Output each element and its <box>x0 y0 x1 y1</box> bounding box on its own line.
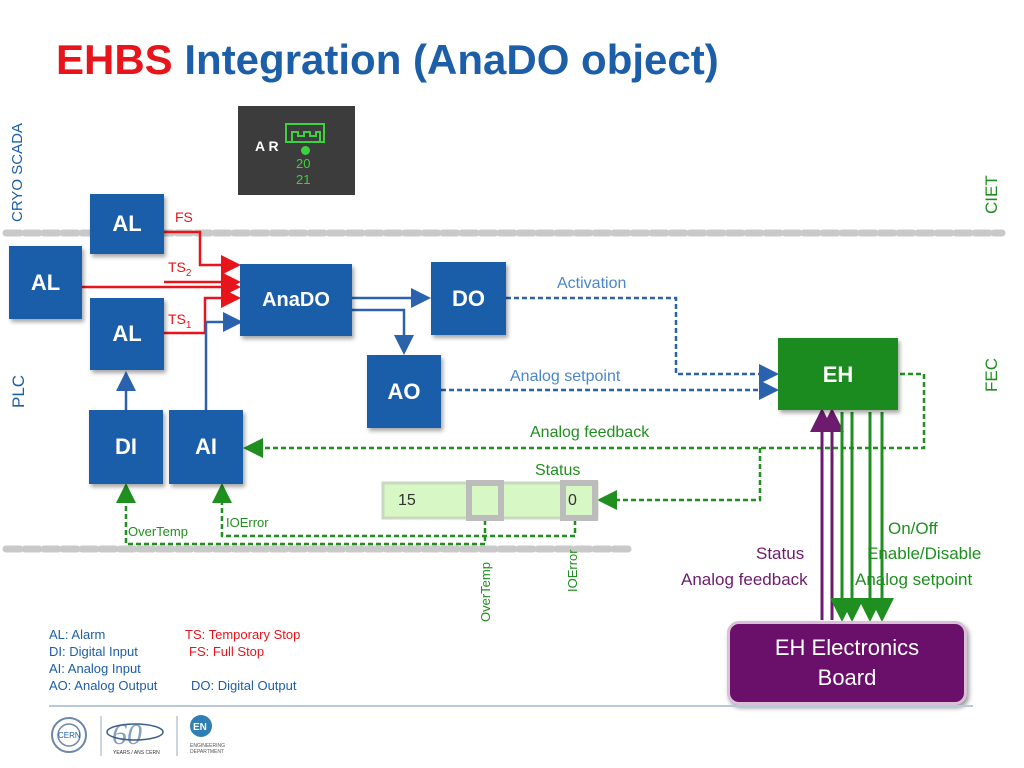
board-line2: Board <box>817 665 877 690</box>
label-analog-feedback: Analog feedback <box>530 424 650 441</box>
label-overtemp: OverTemp <box>128 524 188 539</box>
title-acronym: EHBS <box>56 36 173 83</box>
label-eh-status: Status <box>756 544 805 563</box>
box-al-mid[interactable]: AL <box>90 298 164 370</box>
label-analog-setpoint: Analog setpoint <box>510 368 621 385</box>
box-ao[interactable]: AO <box>367 355 441 428</box>
footer-divider <box>49 705 973 707</box>
legend-do: DO: Digital Output <box>191 678 297 693</box>
box-ai[interactable]: AI <box>169 410 243 484</box>
label-ts2: TS2 <box>168 259 192 279</box>
green-dashed-signals <box>116 372 926 546</box>
label-fs: FS <box>175 209 193 225</box>
years-text: YEARS / ANS CERN <box>113 750 160 756</box>
eng-line2: DEPARTMENT <box>190 749 224 755</box>
widget-letters: A R <box>255 138 279 154</box>
legend-al: AL: Alarm <box>49 627 106 642</box>
box-di[interactable]: DI <box>89 410 163 484</box>
cern-logo-text: CERN <box>58 731 81 740</box>
label-fec: FEC <box>982 358 1001 392</box>
anado-widget-icon <box>285 123 325 143</box>
status-lsb: 0 <box>568 492 577 509</box>
eng-line1: ENGINEERING <box>190 743 225 749</box>
label-eh-analog-setpoint: Analog setpoint <box>855 570 973 589</box>
label-on-off: On/Off <box>888 519 938 538</box>
en-logo-text: EN <box>193 722 207 733</box>
svg-text:60: 60 <box>112 718 142 751</box>
label-ioerror-vertical: IOError <box>565 549 580 592</box>
label-overtemp-vertical: OverTemp <box>478 562 493 622</box>
widget-value-2: 21 <box>296 172 311 187</box>
cern-logo-icon: CERN <box>51 717 87 753</box>
red-alarm-lines <box>82 230 241 335</box>
box-al-top[interactable]: AL <box>90 194 164 254</box>
status-bit-ioerror <box>560 480 598 521</box>
label-plc: PLC <box>9 374 28 408</box>
label-ciet: CIET <box>982 175 1001 214</box>
legend-ao: AO: Analog Output <box>49 678 158 693</box>
legend-ai: AI: Analog Input <box>49 661 141 676</box>
label-cryo-scada: CRYO SCADA <box>9 123 26 222</box>
legend-di: DI: Digital Input <box>49 644 138 659</box>
blue-dashed-signals <box>441 296 779 400</box>
cern-60-years-logo-icon: 60 YEARS / ANS CERN <box>106 718 164 756</box>
page-title: EHBS Integration (AnaDO object) <box>56 36 719 84</box>
status-dot-icon <box>301 146 310 155</box>
legend-fs: FS: Full Stop <box>189 644 265 659</box>
legend-ts: TS: Temporary Stop <box>185 627 301 642</box>
widget-value-1: 20 <box>296 156 311 171</box>
label-enable-disable: Enable/Disable <box>867 544 982 563</box>
label-ts1: TS1 <box>168 311 192 331</box>
box-eh[interactable]: EH <box>778 338 898 410</box>
status-bit-overtemp <box>466 480 504 521</box>
eh-board-lines <box>810 408 894 622</box>
en-department-logo-icon: EN ENGINEERING DEPARTMENT <box>190 715 225 755</box>
label-eh-analog-feedback: Analog feedback <box>681 570 808 589</box>
board-line1: EH Electronics <box>774 635 920 660</box>
box-do[interactable]: DO <box>431 262 506 335</box>
label-status: Status <box>535 462 581 479</box>
blue-links <box>116 288 431 410</box>
scada-widget[interactable]: A R 20 21 <box>238 106 355 195</box>
box-anado[interactable]: AnaDO <box>240 264 352 336</box>
label-activation: Activation <box>557 275 627 292</box>
label-ioerror: IOError <box>226 515 269 530</box>
eh-electronics-board[interactable]: EH Electronics Board <box>727 621 967 705</box>
title-text: Integration (AnaDO object) <box>184 36 719 83</box>
footer-logos: CERN 60 YEARS / ANS CERN EN ENGINEERING … <box>51 715 225 756</box>
status-msb: 15 <box>398 492 416 509</box>
box-al-left[interactable]: AL <box>9 246 82 319</box>
